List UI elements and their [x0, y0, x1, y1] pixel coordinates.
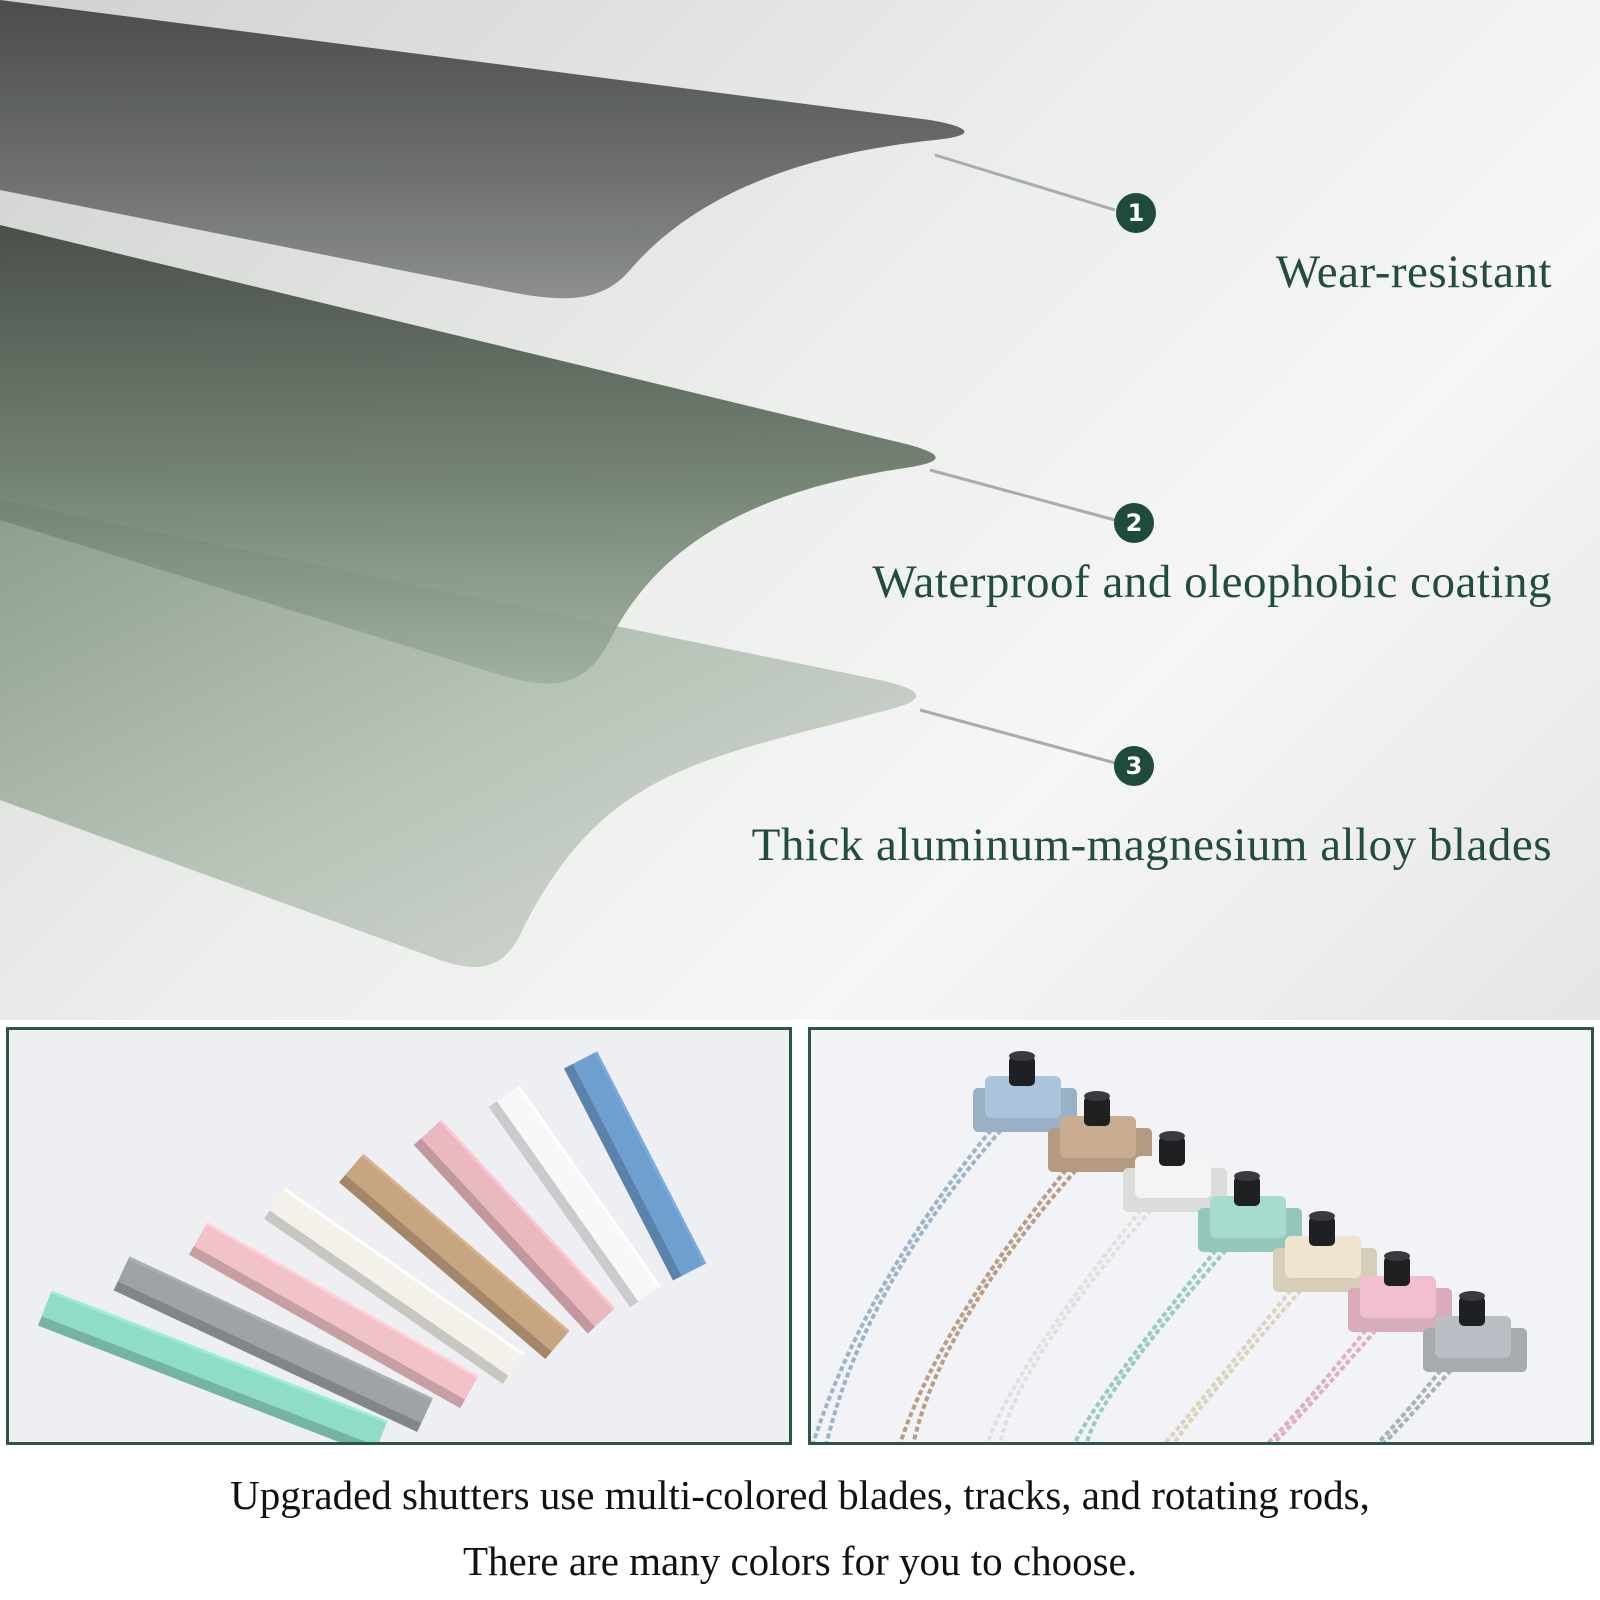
leader-line-1	[934, 153, 1116, 212]
number-badge-icon-1: 1	[1116, 193, 1156, 233]
blade-layers-illustration: 1 Wear-resistant 2 Waterproof and oleoph…	[0, 0, 1600, 1020]
caption-line-2: There are many colors for you to choose.	[463, 1538, 1137, 1584]
number-badge-icon-3: 3	[1114, 746, 1154, 786]
track-piece	[488, 1085, 661, 1308]
tracks-photo-panel	[6, 1027, 792, 1445]
wear-layer	[0, 0, 965, 299]
track-piece	[264, 1187, 525, 1384]
track-piece	[188, 1222, 479, 1409]
rotating-rods-image	[811, 1030, 1591, 1442]
feature-label-waterproof-coating: Waterproof and oleophobic coating	[872, 556, 1552, 608]
rotating-rod-unit	[898, 1091, 1152, 1442]
track-piece	[113, 1256, 434, 1433]
product-caption: Upgraded shutters use multi-colored blad…	[0, 1462, 1600, 1594]
blade-layers-graphic	[0, 0, 1116, 968]
coating-layer	[0, 225, 936, 684]
rotating-rod-unit	[811, 1051, 1077, 1442]
leader-line-2	[929, 468, 1116, 522]
rotating-rod-unit	[1163, 1211, 1377, 1442]
track-piece	[38, 1290, 388, 1442]
rotating-rod-unit	[1266, 1251, 1452, 1442]
rotating-rod-unit	[1073, 1171, 1302, 1442]
rotating-rod-unit	[1376, 1291, 1527, 1442]
leader-line-3	[919, 708, 1116, 765]
number-badge-icon-2: 2	[1114, 503, 1154, 543]
colored-tracks-image	[9, 1030, 789, 1442]
track-piece	[563, 1051, 707, 1281]
track-piece	[338, 1153, 570, 1360]
rods-photo-panel	[808, 1027, 1594, 1445]
track-piece	[413, 1119, 616, 1334]
feature-label-wear-resistant: Wear-resistant	[1275, 246, 1552, 298]
caption-line-1: Upgraded shutters use multi-colored blad…	[230, 1472, 1370, 1518]
rotating-rod-unit	[985, 1131, 1227, 1442]
feature-label-alloy-blades: Thick aluminum-magnesium alloy blades	[751, 819, 1552, 871]
alloy-blade-layer	[0, 500, 917, 968]
